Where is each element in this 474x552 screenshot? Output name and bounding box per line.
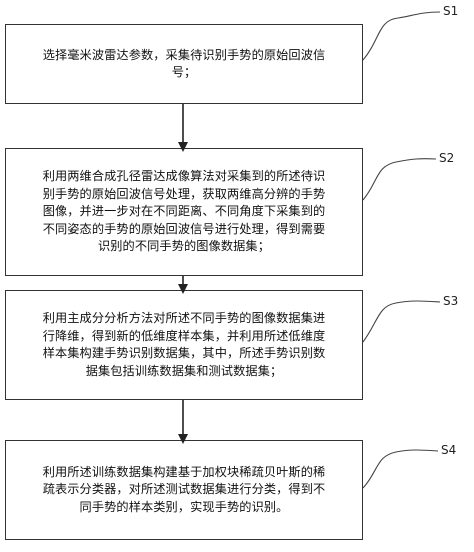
step-s4-label: S4 [441,443,457,457]
leader-line-s2 [362,158,437,201]
step-s1-box: 选择毫米波雷达参数，采集待识别手势的原始回波信 号； [5,24,363,104]
step-s3-text: 利用主成分分析方法对所述不同手势的图像数据集进 行降维，得到新的低维度样本集，并… [42,311,326,378]
leader-line-s1 [362,11,441,61]
step-s2-box: 利用两维合成孔径雷达成像算法对采集到的所述待识 别手势的原始回波信号处理，获取两… [5,148,363,276]
leader-line-s4 [362,449,439,489]
step-s2-label: S2 [439,151,455,165]
step-s2-text: 利用两维合成孔径雷达成像算法对采集到的所述待识 别手势的原始回波信号处理，获取两… [42,169,326,254]
step-s3-label: S3 [443,294,459,308]
step-s1-text: 选择毫米波雷达参数，采集待识别手势的原始回波信 号； [42,47,326,80]
step-s4-box: 利用所述训练数据集构建基于加权块稀疏贝叶斯的稀 疏表示分类器，对所述测试数据集进… [5,440,363,540]
step-s4-text: 利用所述训练数据集构建基于加权块稀疏贝叶斯的稀 疏表示分类器，对所述测试数据集进… [42,464,326,514]
leader-line-s3 [362,300,441,343]
step-s3-box: 利用主成分分析方法对所述不同手势的图像数据集进 行降维，得到新的低维度样本集，并… [5,290,363,400]
step-s1-label: S1 [443,4,459,18]
